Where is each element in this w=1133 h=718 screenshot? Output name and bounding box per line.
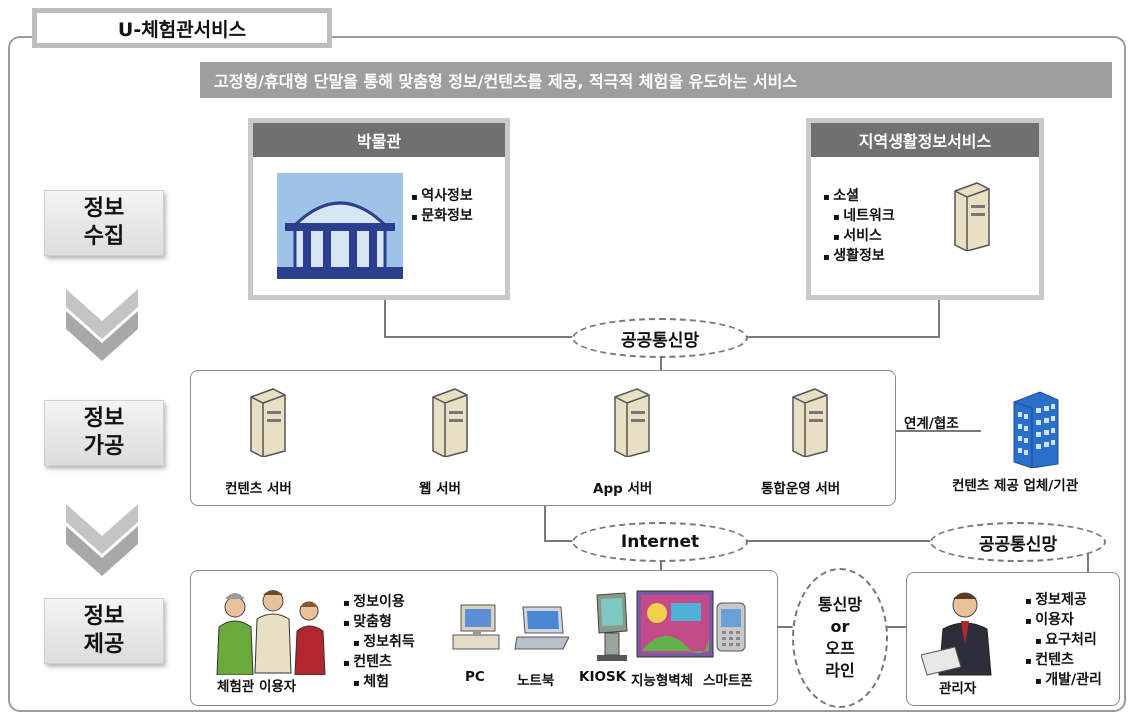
local-info-title: 지역생활정보서비스 — [811, 123, 1039, 157]
connector-line — [938, 298, 940, 338]
down-arrow-icon — [66, 289, 138, 361]
museum-bullets: 역사정보 문화정보 — [411, 187, 473, 227]
server-label: 컨텐츠 서버 — [225, 481, 292, 497]
internet-cloud: Internet — [572, 522, 748, 562]
list-item: 체험 — [343, 673, 415, 693]
server-label: 통합운영 서버 — [761, 481, 841, 497]
kiosk-icon — [596, 592, 628, 661]
list-item: 컨텐츠 — [343, 653, 415, 673]
stage-collect: 정보 수집 — [44, 190, 164, 256]
museum-panel: 박물관 역사정보 문화정보 — [248, 118, 510, 300]
list-item: 맞춤형 — [343, 613, 415, 633]
connector-line — [544, 506, 546, 542]
museum-building-icon — [277, 173, 403, 279]
server-group-box: 컨텐츠 서버 웹 서버 App 서버 통합운영 서버 — [190, 370, 896, 506]
connector-line — [384, 298, 386, 338]
list-item: 서비스 — [823, 227, 895, 247]
description-banner: 고정형/휴대형 단말을 통해 맞춤형 정보/컨텐츠를 제공, 적극적 체험을 유… — [200, 62, 1112, 98]
server-icon — [614, 388, 650, 457]
device-label: KIOSK — [579, 669, 627, 685]
list-item: 컨텐츠 — [1025, 651, 1102, 671]
offline-line: or — [830, 617, 850, 636]
stage-process-line2: 가공 — [83, 434, 125, 459]
server-icon — [954, 182, 990, 251]
list-item: 정보이용 — [343, 593, 415, 613]
admin-label: 관리자 — [939, 681, 977, 697]
stage-process: 정보 가공 — [44, 400, 164, 466]
stage-process-line1: 정보 — [83, 406, 125, 431]
local-info-panel: 지역생활정보서비스 소셜 네트워크 서비스 생활정보 — [806, 118, 1044, 300]
stage-provide: 정보 제공 — [44, 598, 164, 664]
smart-wall-icon — [636, 590, 714, 658]
device-label: 지능형벽체 — [631, 673, 694, 689]
pc-icon — [452, 604, 500, 650]
museum-title: 박물관 — [253, 123, 505, 157]
list-item: 문화정보 — [411, 207, 473, 227]
offline-line: 통신망 — [817, 595, 863, 614]
public-network-cloud: 공공통신망 — [572, 318, 748, 358]
visitors-icon — [216, 590, 326, 675]
device-label: 노트북 — [517, 673, 555, 689]
list-item: 역사정보 — [411, 187, 473, 207]
stage-collect-line2: 수집 — [83, 224, 125, 249]
stage-provide-line2: 제공 — [83, 632, 125, 657]
list-item: 이용자 — [1025, 611, 1102, 631]
office-building-icon — [1013, 391, 1059, 468]
list-item: 네트워크 — [823, 207, 895, 227]
device-label: PC — [465, 669, 485, 685]
server-icon — [432, 388, 468, 457]
server-icon — [792, 388, 828, 457]
list-item: 정보제공 — [1025, 591, 1102, 611]
list-item: 소셜 — [823, 187, 895, 207]
list-item: 요구처리 — [1025, 631, 1102, 651]
laptop-icon — [514, 606, 569, 650]
smartphone-icon — [716, 602, 746, 652]
list-item: 개발/관리 — [1025, 671, 1102, 691]
diagram-title: U-체험관서비스 — [32, 8, 332, 48]
visitor-label: 체험관 이용자 — [217, 679, 297, 695]
administrator-icon — [921, 592, 992, 676]
local-info-bullets: 소셜 네트워크 서비스 생활정보 — [823, 187, 895, 267]
offline-line: 오프 — [825, 639, 855, 658]
connector-line — [1087, 540, 1089, 572]
public-network-cloud: 공공통신망 — [930, 522, 1106, 562]
server-icon — [250, 388, 286, 457]
diagram-frame — [8, 36, 1126, 712]
down-arrow-icon — [66, 504, 138, 576]
provision-box: 체험관 이용자 정보이용 맞춤형 정보취득 컨텐츠 체험 PC 노트북 KIOS… — [190, 570, 778, 706]
list-item: 정보취득 — [343, 633, 415, 653]
admin-bullets: 정보제공 이용자 요구처리 컨텐츠 개발/관리 — [1025, 591, 1102, 691]
stage-provide-line1: 정보 — [83, 604, 125, 629]
server-label: App 서버 — [593, 481, 653, 497]
list-item: 생활정보 — [823, 247, 895, 267]
visitor-bullets: 정보이용 맞춤형 정보취득 컨텐츠 체험 — [343, 593, 415, 693]
partner-link-label: 연계/협조 — [904, 416, 959, 432]
offline-channel-cloud: 통신망 or 오프 라인 — [792, 568, 888, 708]
server-label: 웹 서버 — [419, 481, 461, 497]
partner-label: 컨텐츠 제공 업체/기관 — [952, 478, 1079, 494]
stage-collect-line1: 정보 — [83, 196, 125, 221]
admin-box: 관리자 정보제공 이용자 요구처리 컨텐츠 개발/관리 — [906, 572, 1120, 706]
offline-line: 라인 — [825, 661, 855, 680]
connector-line — [544, 540, 1089, 542]
connector-line — [895, 430, 981, 432]
device-label: 스마트폰 — [703, 673, 753, 689]
